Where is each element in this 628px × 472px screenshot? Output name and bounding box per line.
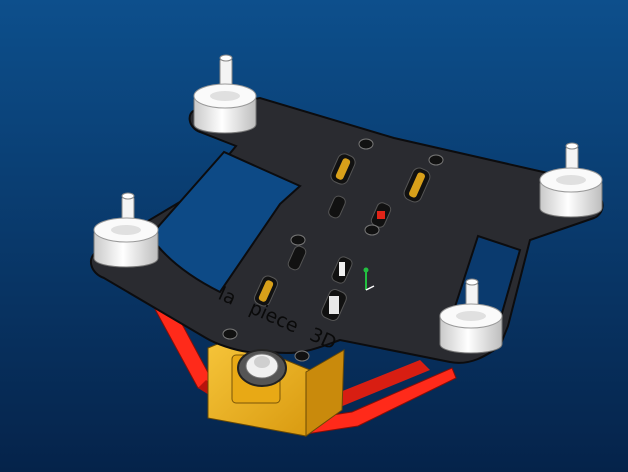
screw-icon [290, 234, 306, 246]
slot-icon [254, 275, 278, 307]
motor-rear-right [439, 278, 503, 354]
screw-icon [358, 138, 374, 150]
slot-icon [330, 153, 356, 185]
screw-icon [222, 328, 238, 340]
motor-front-left [193, 54, 257, 134]
motor-front-right [539, 142, 603, 218]
slot-icon [328, 195, 346, 219]
axis-indicator-icon [363, 267, 375, 291]
motor-icon [193, 54, 257, 134]
slot-icon [331, 256, 353, 284]
slot-icon [321, 289, 347, 321]
motor-rear-left [93, 192, 159, 268]
screw-icon [294, 350, 310, 362]
slot-icon [287, 245, 307, 271]
slot-icon [403, 167, 431, 203]
front-mount [237, 349, 287, 387]
motor-icon [93, 192, 159, 268]
screw-holes [222, 138, 444, 362]
motor-icon [439, 278, 503, 354]
screw-icon [364, 224, 380, 236]
plate-slots [254, 153, 431, 321]
motor-icon [539, 142, 603, 218]
screw-icon [428, 154, 444, 166]
